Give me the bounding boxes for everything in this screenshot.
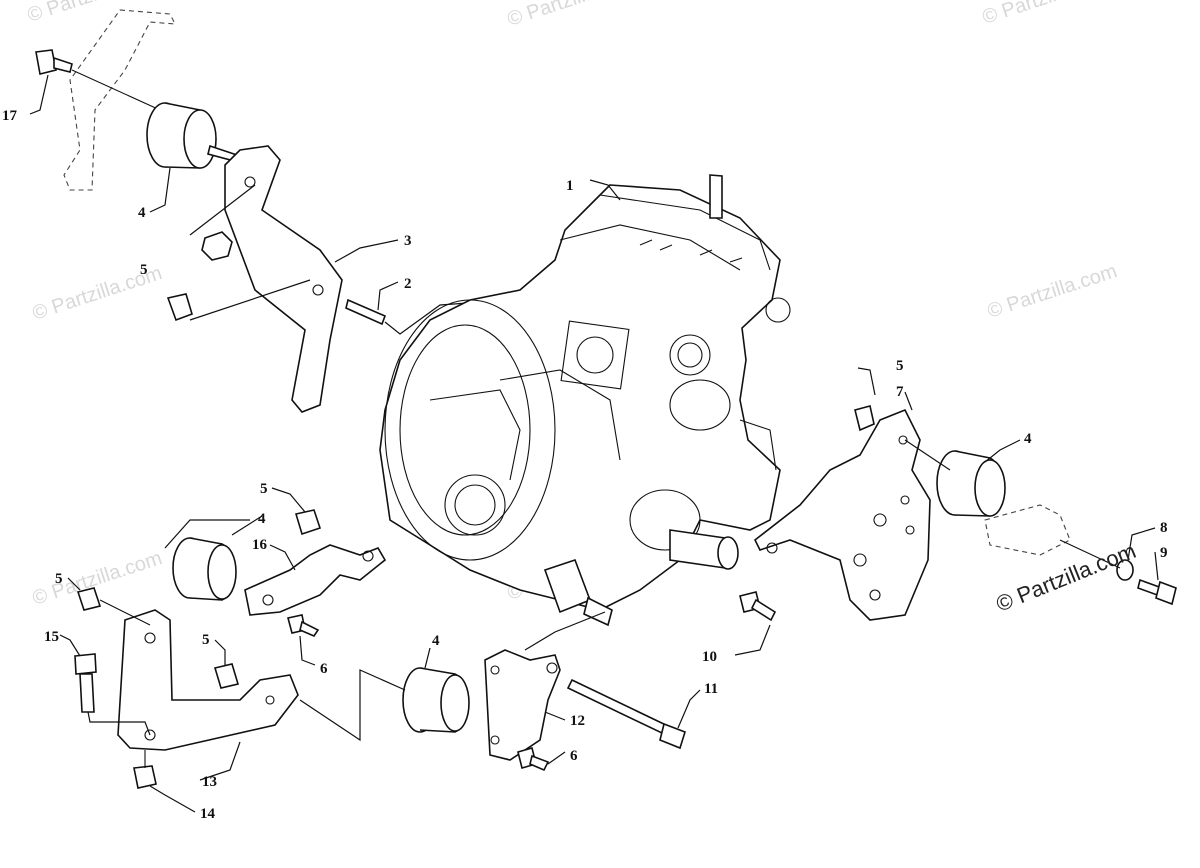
- leader: [904, 391, 913, 411]
- rubber-mount-4-top: [146, 102, 242, 169]
- leader: [199, 741, 241, 781]
- callout-8: 8: [1160, 520, 1168, 536]
- callout-5-bottom-left-upper: 5: [260, 481, 268, 497]
- nut-5-bl-left: [76, 587, 102, 611]
- callout-11: 11: [704, 681, 718, 697]
- callout-2: 2: [404, 276, 412, 292]
- leader: [677, 689, 701, 729]
- leader: [857, 367, 876, 396]
- engine-bracket-16: [244, 544, 387, 616]
- engine-assembly-1: [379, 174, 791, 627]
- nut-5-bottom: [213, 663, 240, 689]
- leader: [214, 639, 226, 665]
- callout-10: 10: [702, 649, 717, 665]
- leader: [734, 624, 771, 656]
- nut-5-bl-upper: [294, 509, 322, 536]
- nut-14: [133, 765, 157, 789]
- nut-5-lower: [166, 293, 193, 322]
- engine-bracket-12: [484, 649, 561, 761]
- leader: [547, 751, 566, 765]
- rubber-mount-4-bc: [402, 667, 470, 733]
- callout-6-bottom: 6: [570, 748, 578, 764]
- leader: [544, 711, 566, 721]
- washer-8: [1116, 559, 1134, 581]
- callout-1: 1: [566, 178, 574, 194]
- bolt-6-bottom: [517, 747, 550, 772]
- engine-bracket-7: [753, 408, 931, 621]
- bolt-17: [35, 49, 73, 75]
- leader: [377, 281, 399, 311]
- callout-4-right: 4: [1024, 431, 1032, 447]
- leader: [524, 611, 606, 651]
- bolt-6-left: [287, 614, 320, 637]
- leader: [149, 167, 171, 213]
- callout-5-bottom: 5: [202, 632, 210, 648]
- bolt-9: [1137, 578, 1177, 606]
- callout-3: 3: [404, 233, 412, 249]
- stud-2: [345, 298, 387, 326]
- callout-14: 14: [200, 806, 216, 822]
- callout-7: 7: [896, 384, 904, 400]
- callout-16: 16: [252, 537, 268, 553]
- callout-12: 12: [570, 713, 585, 729]
- callout-5-bottom-left-side: 5: [55, 571, 63, 587]
- leader: [189, 184, 256, 236]
- bolt-10: [739, 591, 777, 622]
- callout-13: 13: [202, 774, 217, 790]
- leader: [189, 279, 311, 321]
- callout-4-bottom-center: 4: [432, 633, 440, 649]
- leader: [589, 179, 621, 201]
- leader: [299, 669, 406, 742]
- engine-bracket-13: [117, 609, 299, 751]
- leader: [231, 515, 263, 536]
- leader: [29, 74, 49, 115]
- nut-5-upper: [201, 231, 233, 261]
- callout-9: 9: [1160, 545, 1168, 561]
- leader: [164, 519, 250, 549]
- callout-6-left: 6: [320, 661, 328, 677]
- callout-5-right: 5: [896, 358, 904, 374]
- leader: [984, 439, 1021, 463]
- rubber-mount-4-bl: [172, 537, 237, 601]
- leader: [334, 239, 399, 263]
- axis-line: [71, 69, 161, 111]
- rubber-mount-4-right: [936, 450, 1006, 517]
- leader: [67, 577, 81, 591]
- leader: [1127, 527, 1156, 561]
- callout-labels: 1 2 3 4 4 4 4 5 5 5 5 5 6 6 7 8 9 10 11 …: [2, 108, 1168, 822]
- engine-bracket-3: [224, 145, 343, 413]
- watermark: © Partzilla.com: [980, 0, 1115, 29]
- leader: [87, 711, 151, 736]
- leader: [149, 785, 196, 813]
- watermark: © Partzilla.com: [505, 0, 640, 31]
- bolt-15: [74, 653, 97, 713]
- callout-17: 17: [2, 108, 18, 124]
- leader: [59, 634, 81, 657]
- leader: [271, 487, 306, 513]
- leader: [299, 635, 316, 666]
- leader: [424, 647, 431, 669]
- watermark: © Partzilla.com: [25, 0, 160, 27]
- nut-5-right: [854, 405, 875, 432]
- callout-4-top: 4: [138, 205, 146, 221]
- callout-5-left: 5: [140, 262, 148, 278]
- bolt-11: [566, 678, 686, 750]
- callout-15: 15: [44, 629, 59, 645]
- leader: [1154, 551, 1159, 581]
- watermark: © Partzilla.com: [985, 260, 1120, 323]
- callout-4-bottom-left: 4: [258, 511, 266, 527]
- leader: [269, 544, 296, 571]
- frame-bracket-ghost-right: [984, 504, 1071, 556]
